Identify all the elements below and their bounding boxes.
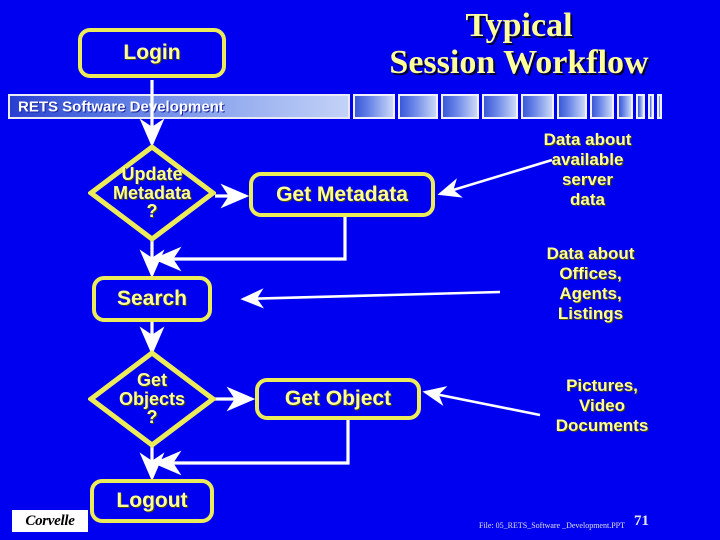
banner-block-1 [353, 94, 395, 119]
flow-node-login[interactable]: Login [78, 28, 226, 78]
banner-block-2 [398, 94, 438, 119]
connector-pictures-callout [422, 386, 541, 417]
diamond-shape-icon [88, 350, 216, 448]
page-title-line-2: Session Workflow [389, 43, 649, 81]
footer-file-path: File: 05_RETS_Software _Development.PPT [479, 521, 625, 530]
flow-node-get-metadata[interactable]: Get Metadata [249, 172, 435, 217]
footer-page-number: 71 [634, 513, 649, 529]
banner-block-3 [441, 94, 479, 119]
page-title-line-1: Typical [465, 7, 573, 44]
flow-node-get-object[interactable]: Get Object [255, 378, 421, 420]
banner-decoration-blocks [353, 94, 662, 119]
banner-main: RETS Software Development [8, 94, 350, 119]
page-title: Typical Session Workflow [330, 7, 708, 81]
banner-block-9 [636, 94, 645, 119]
flow-node-login-label: Login [123, 41, 181, 65]
flow-node-update-metadata[interactable]: Update Metadata ? [88, 144, 216, 242]
banner-block-4 [482, 94, 518, 119]
banner-block-10 [648, 94, 654, 119]
flow-node-get-metadata-label: Get Metadata [276, 182, 408, 206]
banner-block-8 [617, 94, 633, 119]
banner-block-6 [557, 94, 587, 119]
connector-offices-callout [240, 288, 501, 309]
diamond-shape-icon [88, 144, 216, 242]
corvelle-logo-text: Corvelle [25, 512, 75, 529]
flow-node-logout[interactable]: Logout [90, 479, 214, 523]
banner-label: RETS Software Development [18, 98, 224, 115]
banner-block-7 [590, 94, 614, 119]
flow-node-get-objects[interactable]: Get Objects ? [88, 350, 216, 448]
corvelle-logo: Corvelle [12, 510, 88, 532]
flow-node-get-object-label: Get Object [284, 387, 392, 411]
flow-node-logout-label: Logout [116, 489, 188, 513]
banner: RETS Software Development [8, 94, 714, 119]
flow-node-search[interactable]: Search [92, 276, 212, 322]
banner-block-11 [657, 94, 662, 119]
flow-node-search-label: Search [116, 287, 188, 311]
banner-block-5 [521, 94, 554, 119]
